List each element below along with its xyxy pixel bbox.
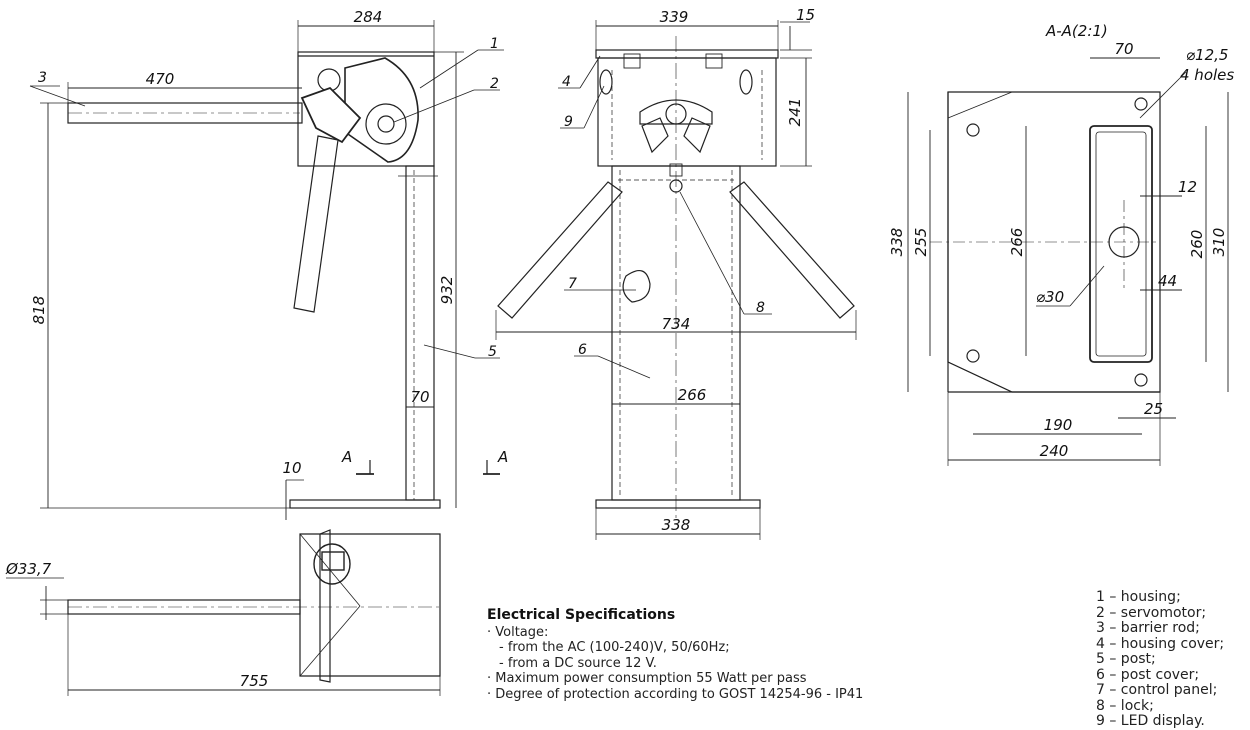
spec-dc-source: - from a DC source 12 V. [499,655,657,671]
parts-legend: 1 – housing; 2 – servomotor; 3 – barrier… [1096,589,1225,730]
side-view [29,20,504,520]
dim-255: 255 [912,228,930,257]
dim-338-section: 338 [888,228,906,257]
section-mark-right: A [497,448,508,466]
dim-266-post: 266 [678,386,707,404]
callout-8: 8 [756,300,765,316]
legend-item: 5 – post; [1096,651,1156,667]
dim-hole-diameter: ⌀12,5 [1186,46,1228,64]
section-title: A-A(2:1) [1045,22,1108,40]
dim-44: 44 [1158,272,1177,290]
legend-item: 9 – LED display. [1096,713,1205,729]
dim-932: 932 [438,276,456,305]
spec-ac-source: - from the AC (100-240)V, 50/60Hz; [499,640,730,655]
callout-6: 6 [578,342,587,358]
dim-470: 470 [146,70,175,88]
front-view-labels: 339 15 241 734 266 338 4 9 7 6 8 [562,6,815,534]
dim-818: 818 [30,296,48,325]
dim-310: 310 [1210,228,1228,257]
callout-3: 3 [38,70,47,86]
callout-7: 7 [568,276,577,292]
dim-240: 240 [1040,442,1069,460]
specs-title: Electrical Specifications [487,607,676,623]
callout-4: 4 [562,74,571,90]
side-view-labels: 284 470 818 932 70 10 A A 3 1 2 5 [30,8,508,477]
legend-item: 6 – post cover; [1096,666,1200,683]
dim-338-base: 338 [662,516,691,534]
front-view [495,20,857,540]
legend-item: 3 – barrier rod; [1096,620,1200,636]
dim-266-section: 266 [1008,228,1026,257]
section-view-labels: A-A(2:1) 70 ⌀12,5 4 holes 338 255 266 26… [888,22,1234,460]
dim-25: 25 [1144,400,1163,418]
dim-734: 734 [662,315,691,333]
top-view-labels: Ø33,7 755 [5,560,268,690]
dim-15: 15 [796,6,815,24]
dim-12: 12 [1178,178,1197,196]
spec-power: · Maximum power consumption 55 Watt per … [487,671,807,686]
top-view [6,529,441,696]
dim-284: 284 [354,8,383,26]
legend-item: 2 – servomotor; [1096,604,1207,621]
dim-70-post: 70 [410,388,429,406]
dim-10: 10 [282,459,301,477]
spec-protection: · Degree of protection according to GOST… [487,686,864,702]
legend-item: 7 – control panel; [1096,682,1218,698]
dim-260: 260 [1188,230,1206,259]
callout-9: 9 [564,114,573,130]
dim-hole-count: 4 holes [1180,66,1234,84]
dim-rod-diameter: Ø33,7 [5,560,52,578]
legend-item: 8 – lock; [1096,697,1154,714]
dim-755: 755 [240,672,269,690]
section-view [907,57,1229,466]
legend-item: 4 – housing cover; [1096,635,1225,652]
dim-hole-30: ⌀30 [1036,288,1064,306]
legend-item: 1 – housing; [1096,589,1181,605]
dim-339: 339 [660,8,689,26]
section-mark-left: A [341,448,352,466]
dim-190: 190 [1044,416,1073,434]
dim-70-section: 70 [1114,40,1133,58]
spec-voltage: · Voltage: [487,624,549,640]
callout-1: 1 [490,36,499,52]
callout-5: 5 [488,344,497,360]
dim-241: 241 [786,98,804,127]
callout-2: 2 [490,76,499,92]
electrical-specifications: Electrical Specifications · Voltage: - f… [487,607,907,702]
